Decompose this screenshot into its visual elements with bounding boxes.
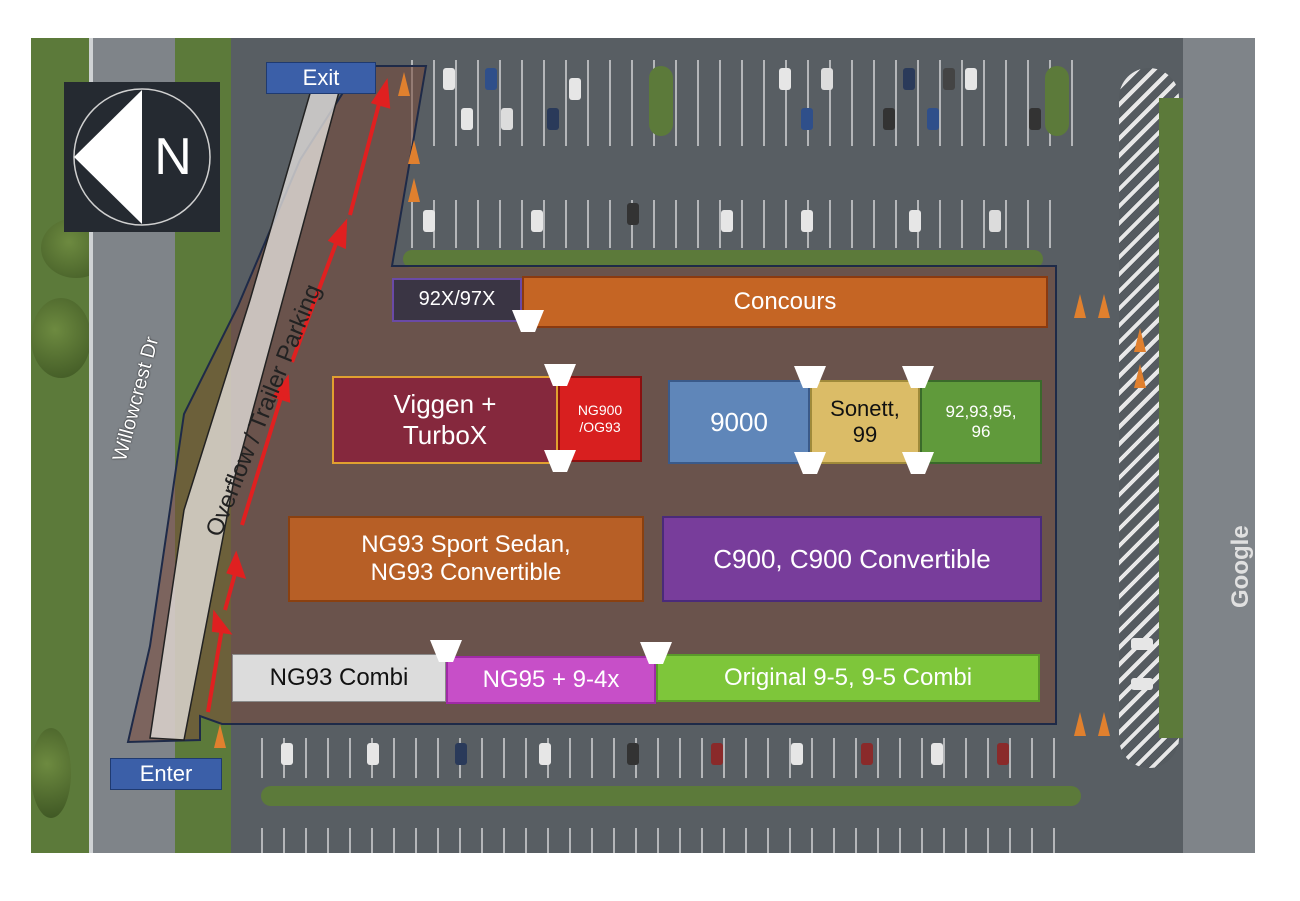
car [791,743,803,765]
traffic-cone [1074,712,1086,736]
zone-concours: Concours [522,276,1048,328]
zone-sonett-99: Sonett, 99 [810,380,920,464]
zone-c900: C900, C900 Convertible [662,516,1042,602]
median [649,66,673,136]
tree [31,728,71,818]
compass-icon [73,88,211,226]
car [423,210,435,232]
zone-original-95: Original 9-5, 9-5 Combi [656,654,1040,702]
funnel-marker [794,366,826,388]
median [261,786,1081,806]
parking-row [261,828,1061,853]
car [443,68,455,90]
traffic-cone [398,72,410,96]
road-right [1183,38,1255,853]
car [547,108,559,130]
overflow-strip [149,65,347,741]
car [903,68,915,90]
car [461,108,473,130]
car [627,203,639,225]
zone-ng900-og93: NG900 /OG93 [558,376,642,462]
median [403,250,1043,268]
parking-row [261,738,1061,778]
car [455,743,467,765]
car [711,743,723,765]
compass-box: N [64,82,220,232]
car [989,210,1001,232]
enter-label: Enter [110,758,222,790]
car [1029,108,1041,130]
traffic-cone [1074,294,1086,318]
traffic-cone [214,724,226,748]
car [367,743,379,765]
funnel-marker [902,366,934,388]
car [501,108,513,130]
compass-north-label: N [154,128,192,186]
funnel-marker [544,364,576,386]
car [721,210,733,232]
car [281,743,293,765]
funnel-marker [430,640,462,662]
car [779,68,791,90]
median [1045,66,1069,136]
zone-ng93-combi: NG93 Combi [232,654,446,702]
car [801,108,813,130]
car [485,68,497,90]
car [943,68,955,90]
car [861,743,873,765]
grass-strip-right [1159,98,1183,738]
car [801,210,813,232]
traffic-cone [408,140,420,164]
zone-9000: 9000 [668,380,810,464]
zone-92-93-95-96: 92,93,95, 96 [920,380,1042,464]
zone-92x-97x: 92X/97X [392,278,522,322]
funnel-marker [640,642,672,664]
car [531,210,543,232]
car [931,743,943,765]
exit-label: Exit [266,62,376,94]
car [1131,678,1153,690]
funnel-marker [794,452,826,474]
car [909,210,921,232]
car [1131,638,1153,650]
car [539,743,551,765]
car [627,743,639,765]
parking-row [411,60,1091,146]
traffic-cone [1134,328,1146,352]
traffic-cone [1098,712,1110,736]
traffic-cone [1134,364,1146,388]
traffic-cone [1098,294,1110,318]
car [997,743,1009,765]
zone-ng93-sport-sedan: NG93 Sport Sedan, NG93 Convertible [288,516,644,602]
car [927,108,939,130]
funnel-marker [902,452,934,474]
traffic-cone [408,178,420,202]
car [569,78,581,100]
zone-ng95-94x: NG95 + 9-4x [446,656,656,704]
car [883,108,895,130]
funnel-marker [544,450,576,472]
funnel-marker [512,310,544,332]
route-arrows [206,78,391,713]
car [821,68,833,90]
tree [31,298,91,378]
zone-viggen-turbox: Viggen + TurboX [332,376,558,464]
car [965,68,977,90]
